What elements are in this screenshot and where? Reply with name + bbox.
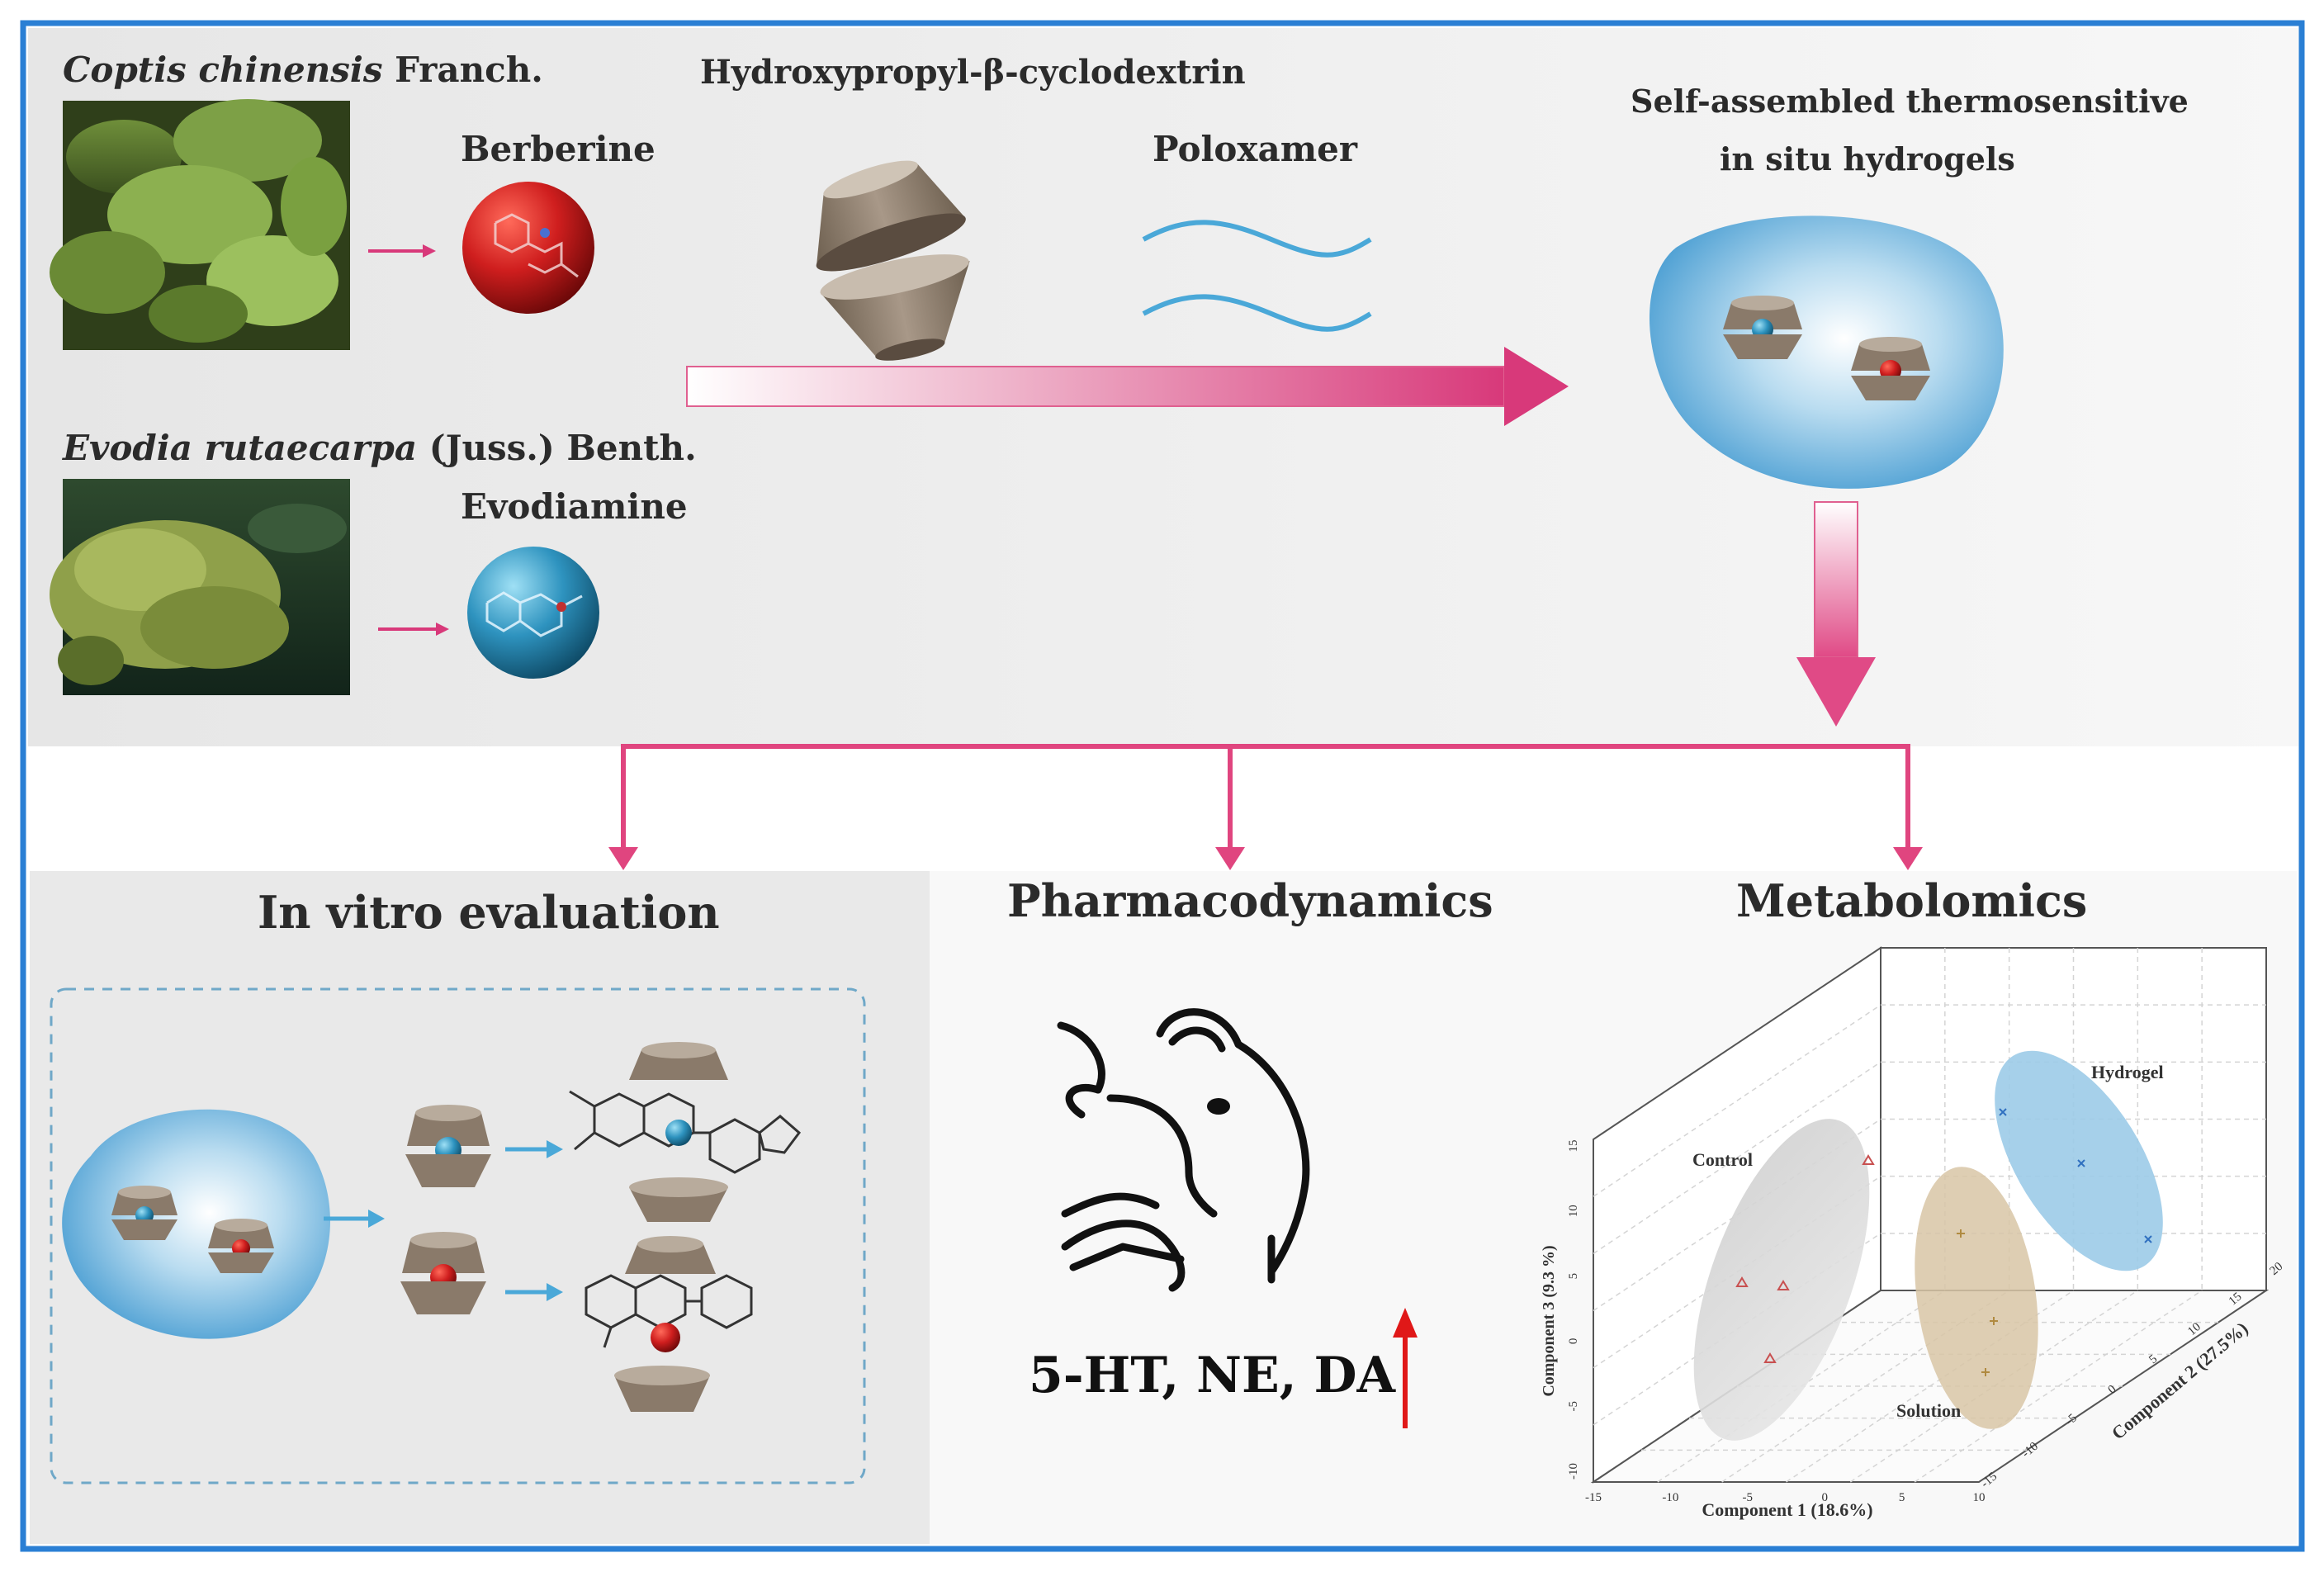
berberine-molecule-sphere [462, 182, 594, 314]
berberine-label: Berberine [461, 129, 656, 169]
release-arrow [324, 1210, 385, 1228]
rat-illustration [1057, 1008, 1310, 1292]
solution-point [1990, 1317, 1998, 1325]
rat-eye [1207, 1098, 1230, 1115]
branch-connector [621, 744, 1910, 850]
z-tick-label: 0 [1567, 1338, 1580, 1345]
in-vitro-title: In vitro evaluation [258, 886, 720, 939]
coptis-to-berberine-arrow [368, 244, 436, 258]
x-tick-label: 5 [1899, 1491, 1905, 1504]
in-vitro-hydrogel-blob [62, 1109, 330, 1339]
coptis-species-italic: Coptis chinensis [63, 50, 383, 90]
z-tick-label: -10 [1567, 1463, 1580, 1480]
down-arrow [1796, 501, 1876, 727]
berberine-cd-complex [400, 1232, 486, 1314]
x-axis-ticks: -15 -10 -5 0 5 10 [1585, 1491, 1986, 1504]
evodia-species-label: Evodia rutaecarpa (Juss.) Benth. [63, 431, 697, 466]
solution-group-label: Solution [1896, 1400, 1961, 1421]
x-tick-label: 0 [1821, 1491, 1828, 1504]
branch-arrow-in-vitro [608, 847, 638, 870]
x-tick-label: 10 [1973, 1491, 1986, 1504]
pca-markers [1735, 1108, 2152, 1376]
outer-frame [20, 20, 2305, 1552]
z-tick-label: 10 [1567, 1205, 1580, 1217]
solution-point [1957, 1229, 1965, 1238]
hydrogel-point [2144, 1235, 2152, 1243]
z-axis-label: Component 3 (9.3 %) [1540, 1245, 1558, 1396]
control-group-label: Control [1692, 1149, 1753, 1170]
poloxamer-label: Poloxamer [1153, 129, 1357, 169]
x-tick-label: -15 [1585, 1491, 1602, 1504]
control-point [1862, 1154, 1875, 1165]
cyclodextrin-cone-icon [816, 160, 970, 361]
hydrogel-title-line1: Self-assembled thermosensitive [1631, 83, 2189, 120]
poloxamer-chain-icon [1142, 220, 1372, 332]
evodia-species-authority: (Juss.) Benth. [417, 428, 697, 468]
coptis-plant-photo [50, 99, 350, 350]
x-tick-label: -5 [1743, 1491, 1754, 1504]
x-tick-label: -10 [1662, 1491, 1678, 1504]
control-point [1763, 1352, 1777, 1363]
upper-structure-arrow [505, 1140, 563, 1158]
hydrogel-title-line2: in situ hydrogels [1720, 140, 2015, 178]
upper-inclusion-structure [569, 1042, 802, 1222]
assembly-arrow [686, 347, 1569, 426]
control-point [1777, 1280, 1790, 1290]
control-ellipse [1693, 1119, 1870, 1441]
hydrogel-point [2077, 1159, 2085, 1167]
coptis-species-authority: Franch. [382, 50, 543, 90]
coptis-species-label: Coptis chinensis Franch. [63, 53, 543, 88]
lower-inclusion-structure [585, 1236, 753, 1412]
evodia-to-evodiamine-arrow [378, 623, 449, 636]
solution-ellipse [1915, 1167, 2038, 1429]
branch-arrow-metabolomics [1893, 847, 1923, 870]
in-vitro-dashed-box [50, 987, 866, 1484]
x-axis-label: Component 1 (18.6%) [1702, 1499, 1872, 1520]
evodiamine-label: Evodiamine [461, 486, 688, 527]
z-axis-ticks: -10 -5 0 5 10 15 [1567, 1140, 1580, 1480]
pharmacodynamics-title: Pharmacodynamics [1007, 874, 1493, 927]
lower-structure-arrow [505, 1283, 563, 1301]
metabolomics-title: Metabolomics [1736, 874, 2088, 927]
z-tick-label: 15 [1567, 1140, 1580, 1153]
evodia-fruit-photo [50, 479, 350, 695]
control-point [1735, 1276, 1749, 1287]
evodiamine-molecule-sphere [467, 547, 599, 679]
z-tick-label: -5 [1567, 1401, 1580, 1412]
hydrogel-group-label: Hydrogel [2091, 1062, 2164, 1082]
cyclodextrin-label: Hydroxypropyl-β-cyclodextrin [700, 53, 1246, 92]
pca-group-ellipses [1693, 1050, 2163, 1441]
increase-arrow [1393, 1308, 1418, 1428]
hydrogel-point [1999, 1108, 2007, 1116]
evodiamine-cd-complex [405, 1105, 491, 1187]
evodia-species-italic: Evodia rutaecarpa [63, 428, 418, 468]
branch-arrow-pharmacodynamics [1215, 847, 1245, 870]
neurotransmitters-label: 5-HT, NE, DA [1029, 1347, 1396, 1404]
z-tick-label: 5 [1567, 1273, 1580, 1280]
solution-point [1981, 1368, 1990, 1376]
hydrogel-blob [1649, 215, 2004, 489]
